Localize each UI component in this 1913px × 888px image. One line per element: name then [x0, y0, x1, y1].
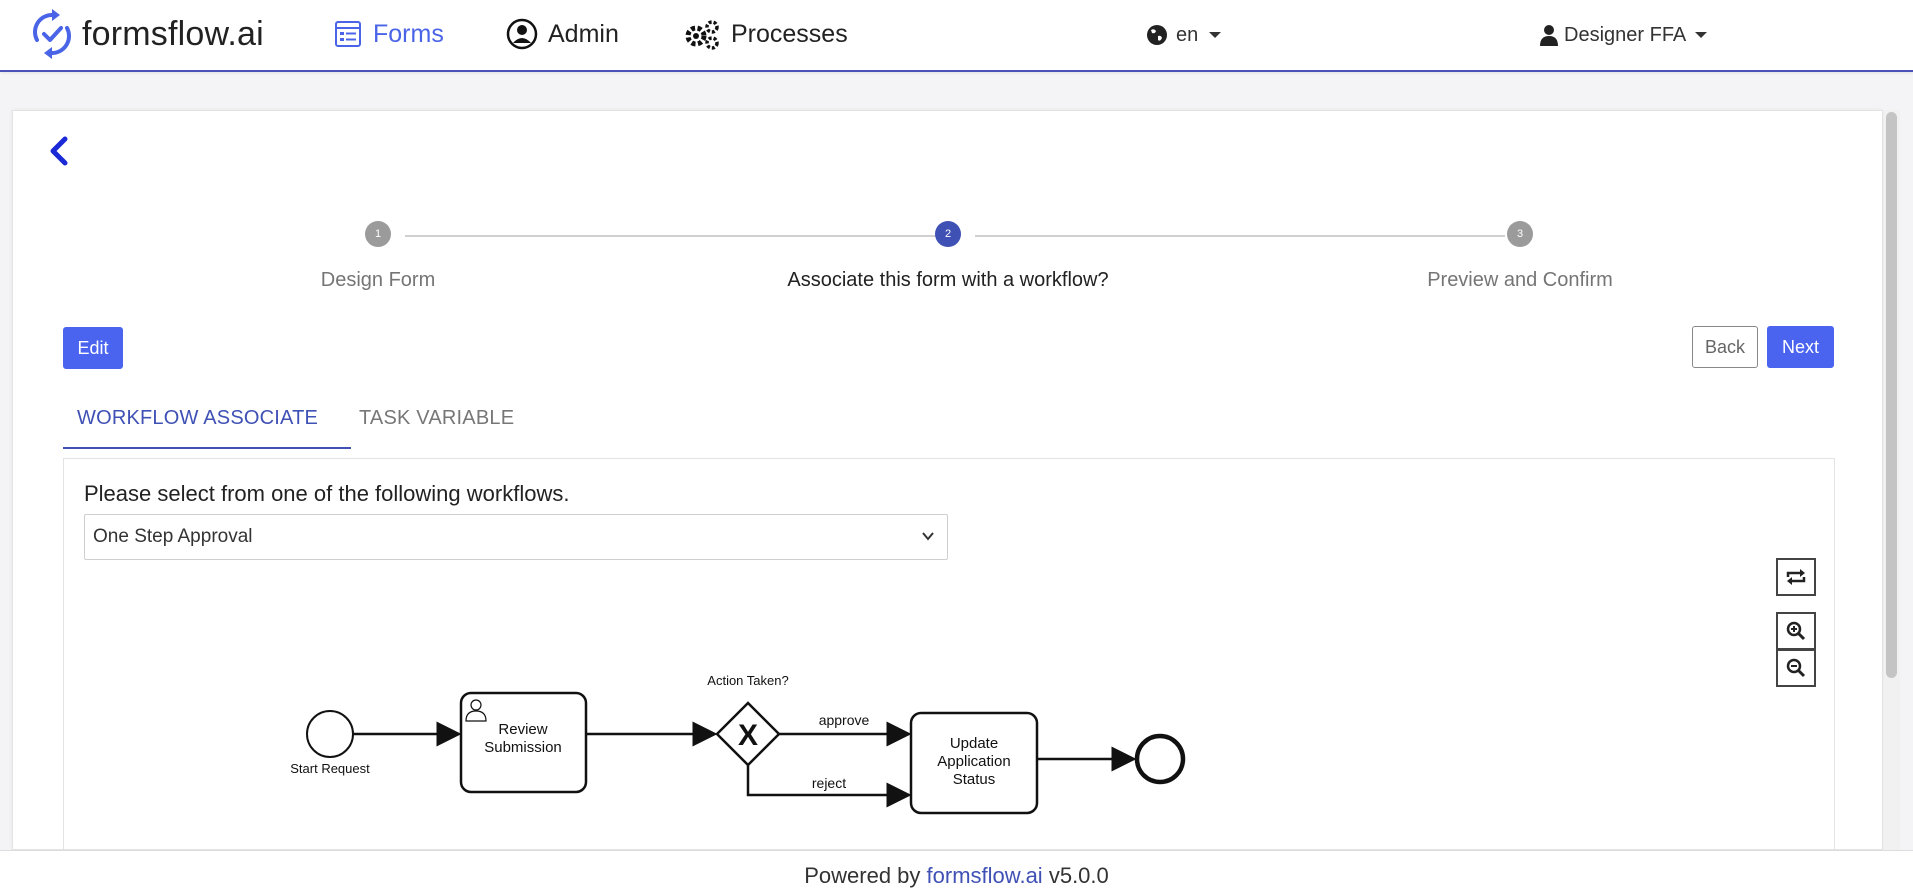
- logo-text: formsflow.ai: [82, 14, 264, 53]
- sequence-flow-reject: [746, 765, 912, 808]
- globe-icon: [1147, 25, 1167, 45]
- edit-button[interactable]: Edit: [63, 327, 123, 369]
- caret-down-icon: [1209, 32, 1222, 38]
- user-task-label-line1: Review: [498, 721, 547, 738]
- nav-processes-label: Processes: [731, 19, 848, 48]
- footer-link[interactable]: formsflow.ai: [926, 863, 1043, 888]
- workflow-select-value: One Step Approval: [93, 526, 253, 547]
- user-icon: [1540, 25, 1558, 46]
- back-arrow-icon[interactable]: [45, 133, 73, 169]
- gears-icon: [685, 20, 719, 50]
- language-label: en: [1176, 23, 1199, 46]
- task-update-application-status[interactable]: [909, 711, 1039, 815]
- tab-workflow-associate[interactable]: WORKFLOW ASSOCIATE: [63, 407, 351, 449]
- start-event-label: Start Request: [290, 761, 370, 776]
- footer: Powered by formsflow.ai v5.0.0: [0, 850, 1913, 888]
- zoom-in-icon: [1786, 621, 1806, 641]
- nav-processes[interactable]: Processes: [683, 16, 848, 52]
- user-task-icon: [465, 699, 487, 722]
- footer-prefix: Powered by: [804, 863, 921, 888]
- nav-forms-label: Forms: [373, 19, 444, 48]
- zoom-out-button[interactable]: [1776, 649, 1816, 687]
- step-1-label: Design Form: [320, 269, 436, 291]
- user-task-review-submission[interactable]: [459, 691, 588, 794]
- reset-icon: [1786, 569, 1806, 585]
- tab-task-variable-label: TASK VARIABLE: [359, 407, 515, 429]
- step-1-indicator: 1: [365, 221, 391, 247]
- back-button[interactable]: Back: [1692, 326, 1758, 368]
- next-button[interactable]: Next: [1767, 326, 1834, 368]
- nav-admin[interactable]: Admin: [506, 16, 619, 52]
- footer-version: v5.0.0: [1048, 863, 1109, 888]
- workflow-select[interactable]: One Step Approval: [84, 514, 948, 560]
- service-task-label-line1: Update: [950, 735, 998, 752]
- scrollbar-thumb[interactable]: [1886, 112, 1897, 678]
- stepper-connector: [975, 235, 1505, 237]
- nav-forms[interactable]: Forms: [333, 16, 444, 52]
- end-event[interactable]: [1134, 733, 1186, 785]
- user-circle-icon: [506, 18, 538, 50]
- top-navbar: formsflow.ai Forms Admin Processes: [0, 0, 1913, 72]
- gateway-x-marker: X: [738, 719, 758, 752]
- gateway-label: Action Taken?: [707, 673, 788, 688]
- user-task-label-line2: Submission: [484, 739, 562, 756]
- logo[interactable]: formsflow.ai: [30, 8, 264, 60]
- approve-label: approve: [819, 712, 870, 728]
- service-task-label-line2: Application: [937, 753, 1010, 770]
- reset-view-button[interactable]: [1776, 558, 1816, 596]
- user-name: Designer FFA: [1564, 23, 1687, 46]
- step-3-label: Preview and Confirm: [1427, 269, 1613, 291]
- workflow-panel: Please select from one of the following …: [63, 458, 1835, 850]
- zoom-out-icon: [1786, 658, 1806, 678]
- service-task-label-line3: Status: [953, 771, 996, 788]
- form-icon: [335, 21, 361, 47]
- formsflow-logo-icon: [33, 9, 71, 59]
- reject-label: reject: [812, 775, 846, 791]
- user-dropdown[interactable]: Designer FFA: [1540, 20, 1708, 50]
- step-3-indicator: 3: [1507, 221, 1533, 247]
- step-2-indicator: 2: [935, 221, 961, 247]
- start-event[interactable]: [306, 710, 354, 758]
- workflow-prompt: Please select from one of the following …: [84, 481, 570, 506]
- stepper-connector: [405, 235, 937, 237]
- nav-admin-label: Admin: [548, 19, 619, 48]
- tab-task-variable[interactable]: TASK VARIABLE: [359, 407, 539, 449]
- caret-down-icon: [1695, 32, 1708, 38]
- form-designer-card: 1 2 3 Design Form Associate this form wi…: [12, 110, 1883, 850]
- chevron-down-icon: [922, 532, 934, 541]
- step-2-label: Associate this form with a workflow?: [787, 269, 1109, 291]
- language-dropdown[interactable]: en: [1146, 20, 1222, 50]
- zoom-in-button[interactable]: [1776, 612, 1816, 650]
- tab-workflow-associate-label: WORKFLOW ASSOCIATE: [77, 407, 319, 429]
- bpmn-diagram[interactable]: Start Request Review Submission Action T…: [64, 459, 1264, 850]
